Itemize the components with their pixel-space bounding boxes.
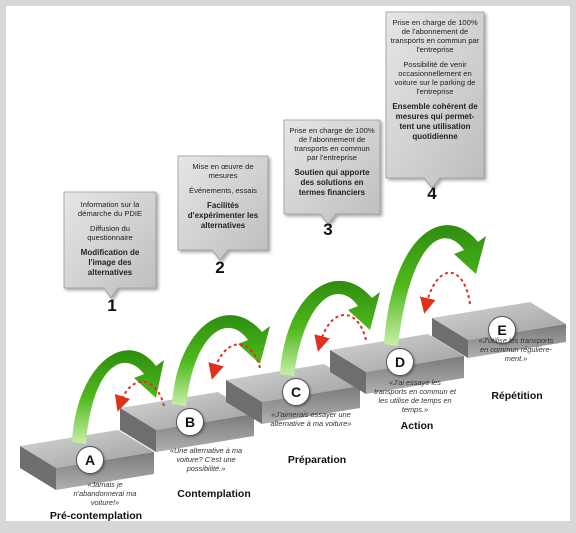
- stage-b-letter: B: [176, 408, 204, 436]
- forward-arrow-4: [384, 225, 486, 346]
- stage-b-quote: «Une alternative à ma voiture? C'est une…: [169, 446, 243, 473]
- bubble-2-line-1: Mise en œuvre de mesures: [192, 162, 254, 180]
- stage-a-name: Pré-contemplation: [49, 510, 143, 521]
- bubble-1-line-1: Information sur la démarche du PDIE: [77, 200, 143, 218]
- stage-d-letter: D: [386, 348, 414, 376]
- stage-c-name: Préparation: [287, 454, 347, 466]
- stage-c-quote: «J'aimerais essayer une alternative à ma…: [270, 410, 352, 428]
- bubble-4-line-2: Possibilité de venir occasionnellement e…: [394, 60, 476, 96]
- bubble-2-line-2: Événements, essais: [189, 186, 257, 195]
- bubble-3-bold: Soutien qui apporte des solutions en ter…: [294, 168, 370, 197]
- bubble-4-shape: [385, 11, 485, 189]
- forward-arrow-2: [172, 315, 270, 406]
- stages-of-change-diagram: Information sur la démarche du PDIE Diff…: [6, 6, 570, 521]
- relapse-arrow-3: [314, 314, 367, 352]
- stage-e-name: Répétition: [491, 390, 543, 402]
- forward-arrow-3: [280, 280, 380, 376]
- bubble-3: Prise en charge de 100% de l'abonnement …: [288, 126, 376, 204]
- stage-b-name: Contemplation: [177, 488, 251, 500]
- bubble-4: Prise en charge de 100% de l'abonnement …: [390, 18, 480, 148]
- bubble-4-line-1: Prise en charge de 100% de l'abonnement …: [390, 18, 480, 54]
- stage-e-quote: «J'utilise les transports en commun régu…: [478, 336, 554, 363]
- relapse-arrows: [114, 271, 471, 412]
- stage-a-quote: «Jamais je n'abandonnerai ma voiture!»: [73, 480, 137, 507]
- bubble-1-shape: [63, 191, 157, 299]
- relapse-arrow-1: [114, 380, 165, 412]
- bubble-4-number: 4: [427, 184, 437, 203]
- bubble-4-bold: Ensemble cohérent de mesures qui permet-…: [392, 102, 478, 141]
- forward-arrow-1: [72, 350, 164, 444]
- stage-d-name: Action: [400, 420, 434, 432]
- bubble-1-bold: Modification de l'image des alternatives: [80, 248, 140, 277]
- bubble-1: Information sur la démarche du PDIE Diff…: [68, 200, 152, 284]
- bubble-2-bold: Facilités d'expérimenter les alternative…: [187, 201, 259, 230]
- bubble-3-shape: [283, 119, 381, 225]
- stage-a-letter: A: [76, 446, 104, 474]
- bubble-3-number: 3: [323, 220, 333, 239]
- bubble-2: Mise en œuvre de mesures Événements, ess…: [182, 162, 264, 237]
- stage-d-quote: «J'ai essayé les transports en commun et…: [374, 378, 456, 414]
- bubble-2-number: 2: [215, 258, 225, 277]
- bubble-1-number: 1: [107, 296, 117, 315]
- stage-c-letter: C: [282, 378, 310, 406]
- bubble-2-shape: [177, 155, 269, 261]
- relapse-arrow-4: [419, 271, 471, 314]
- bubble-1-line-2: Diffusion du questionnaire: [87, 224, 133, 242]
- bubble-3-line-1: Prise en charge de 100% de l'abonnement …: [289, 126, 375, 162]
- forward-arrows: [72, 225, 486, 444]
- stage-e-letter: E: [488, 316, 516, 344]
